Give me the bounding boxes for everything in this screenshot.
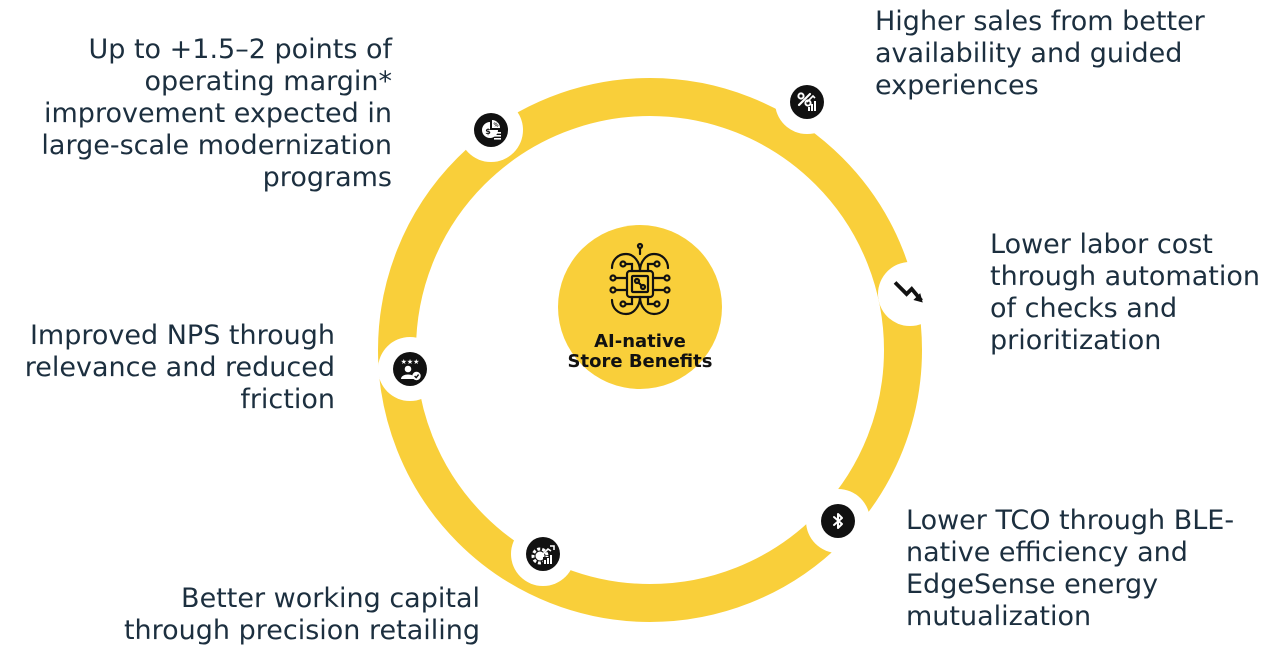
ai-brain-chip-icon [609, 242, 671, 316]
svg-text:%: % [493, 123, 498, 129]
node-labor [878, 262, 942, 326]
benefit-label-tco: Lower TCO through BLE-native efficiency … [906, 505, 1235, 632]
benefit-label-nps: Improved NPS through relevance and reduc… [24, 320, 335, 415]
rated-customer-icon: ★★★ [393, 352, 427, 386]
center-title-line2: Store Benefits [567, 351, 713, 372]
trend-down-icon [893, 277, 927, 311]
node-tco [806, 489, 870, 553]
bluetooth-icon [821, 504, 855, 538]
benefit-label-working-capital: Better working capital through precision… [123, 583, 480, 646]
node-nps: ★★★ [378, 337, 442, 401]
node-sales [775, 70, 839, 134]
svg-text:★★★: ★★★ [401, 358, 420, 366]
percent-sales-icon [790, 85, 824, 119]
benefit-label-sales: Higher sales from better availability an… [875, 6, 1205, 101]
svg-text:$: $ [485, 127, 491, 136]
pie-chart-dollar-icon: $ % [474, 113, 508, 147]
node-working-capital [511, 522, 575, 586]
benefit-label-margin: Up to +1.5–2 points of operating margin*… [41, 34, 392, 193]
center-hub: AI-native Store Benefits [558, 225, 722, 389]
center-title: AI-native Store Benefits [568, 332, 713, 372]
center-title-line1: AI-native [594, 331, 686, 352]
benefit-label-labor: Lower labor cost through automation of c… [990, 229, 1260, 356]
node-margin: $ % [459, 98, 523, 162]
gear-chart-icon [526, 537, 560, 571]
